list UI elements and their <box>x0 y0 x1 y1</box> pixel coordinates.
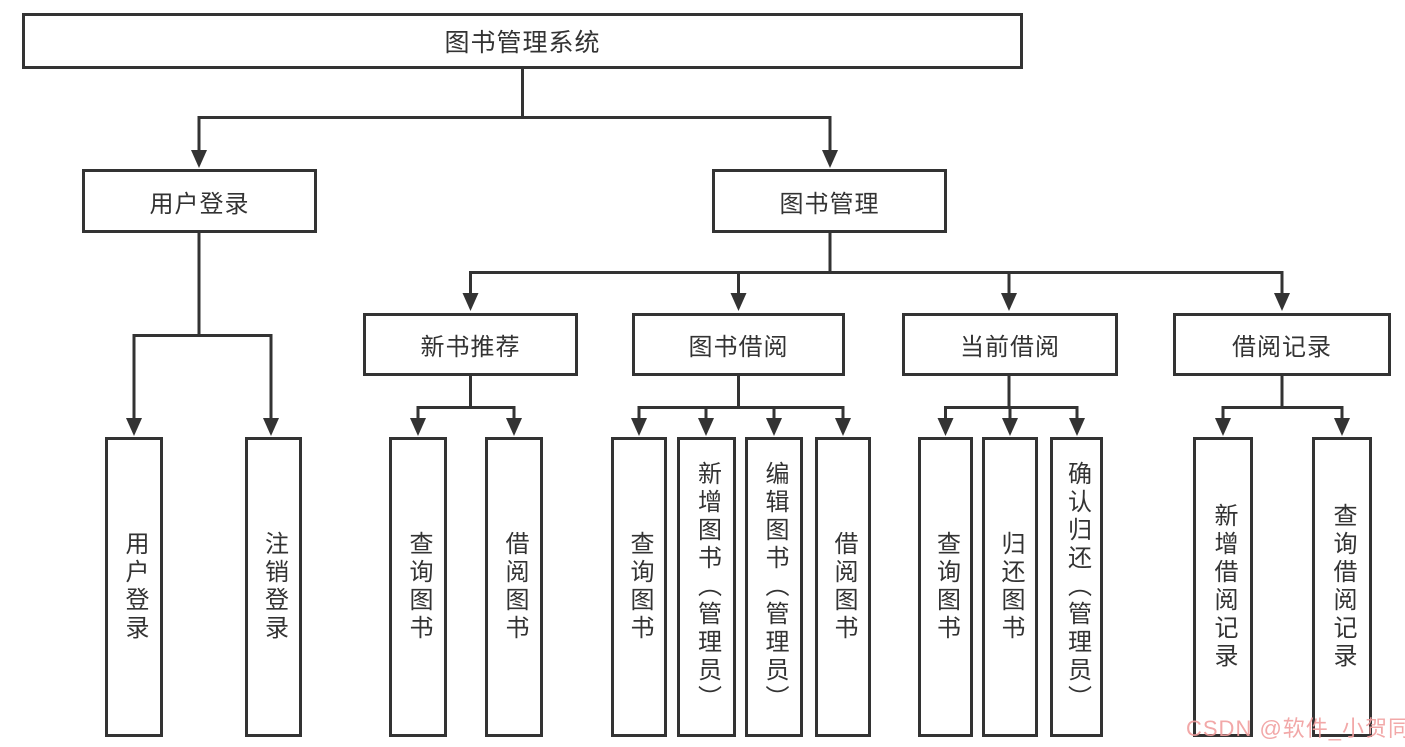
arrowhead-borrow-records <box>1274 293 1290 311</box>
arrowhead-book-borrow <box>730 293 747 311</box>
arrowhead-current-borrow <box>1001 293 1017 311</box>
root-node-label: 图书管理系统 <box>444 29 601 57</box>
connector-user-login-to-leaves <box>132 233 273 420</box>
arrowhead-leaf <box>698 418 714 436</box>
level3-node-label: 借阅记录 <box>1232 334 1332 361</box>
leaf-node-add-books-admin: 新增图书（管理员） <box>677 437 736 737</box>
csdn-watermark: CSDN @软件_小贺同学 <box>1186 716 1405 741</box>
level3-node-current-borrow: 当前借阅 <box>902 313 1118 376</box>
leaf-node-label: 新增图书（管理员） <box>693 461 721 713</box>
arrowhead-leaf <box>631 418 647 436</box>
level3-node-book-borrow: 图书借阅 <box>632 313 845 376</box>
level2-node-label: 图书管理 <box>779 190 880 218</box>
arrowhead-book-management <box>822 150 838 168</box>
arrowhead-leaf <box>1334 418 1350 436</box>
arrowhead-leaf <box>506 418 522 436</box>
arrowhead-leaf <box>1069 418 1085 436</box>
arrowhead-leaf <box>1002 418 1018 436</box>
leaf-node-label: 查询图书 <box>932 531 960 643</box>
leaf-node-edit-books-admin: 编辑图书（管理员） <box>745 437 803 737</box>
leaf-node-label: 借阅图书 <box>501 531 528 643</box>
level3-node-label: 当前借阅 <box>960 334 1060 361</box>
level3-node-borrow-records: 借阅记录 <box>1173 313 1391 376</box>
leaf-node-label: 归还图书 <box>997 531 1024 643</box>
leaf-node-query-books: 查询图书 <box>611 437 667 737</box>
leaf-node-label: 查询图书 <box>405 531 432 643</box>
arrowhead-user-login <box>191 150 207 168</box>
level2-node-user-login: 用户登录 <box>82 169 317 233</box>
leaf-node-label: 注销登录 <box>260 531 288 643</box>
leaf-node-confirm-return-admin: 确认归还（管理员） <box>1050 437 1103 737</box>
connector-borrow-records-to-leaves <box>1221 376 1344 421</box>
leaf-node-user-login: 用户登录 <box>105 437 163 737</box>
arrowhead-new-book-recommend <box>462 293 479 311</box>
level3-node-label: 图书借阅 <box>688 334 789 361</box>
arrowhead-logout-leaf <box>263 418 279 436</box>
arrowhead-leaf <box>937 418 954 436</box>
leaf-node-query-borrow-record: 查询借阅记录 <box>1312 437 1372 737</box>
connector-current-borrow-to-leaves <box>944 376 1079 421</box>
connector-root-to-level2 <box>197 68 832 152</box>
level3-node-new-book-recommend: 新书推荐 <box>363 313 578 376</box>
leaf-node-label: 查询借阅记录 <box>1329 503 1356 671</box>
level2-node-label: 用户登录 <box>149 190 250 218</box>
connector-book-borrow-to-leaves <box>637 376 845 421</box>
leaf-node-label: 编辑图书（管理员） <box>761 461 788 713</box>
leaf-node-borrow-books: 借阅图书 <box>485 437 543 737</box>
arrowhead-leaf <box>766 418 782 436</box>
leaf-node-label: 确认归还（管理员） <box>1063 461 1091 713</box>
arrowhead-leaf <box>835 418 851 436</box>
leaf-node-label: 新增借阅记录 <box>1210 503 1237 671</box>
leaf-node-borrow-books: 借阅图书 <box>815 437 871 737</box>
leaf-node-logout: 注销登录 <box>245 437 302 737</box>
arrowhead-leaf <box>1215 418 1231 436</box>
level2-node-book-management: 图书管理 <box>712 169 947 233</box>
level3-node-label: 新书推荐 <box>420 334 521 361</box>
root-node-library-system: 图书管理系统 <box>22 13 1023 69</box>
leaf-node-label: 用户登录 <box>121 531 148 643</box>
arrowhead-user-login-leaf <box>126 418 142 436</box>
connector-book-management-to-level3 <box>469 233 1284 295</box>
leaf-node-query-books: 查询图书 <box>389 437 447 737</box>
leaf-node-label: 借阅图书 <box>830 531 857 643</box>
arrowhead-leaf <box>410 418 426 436</box>
leaf-node-query-books: 查询图书 <box>918 437 973 737</box>
leaf-node-label: 查询图书 <box>626 531 653 643</box>
connector-new-book-recommend-to-leaves <box>416 376 516 421</box>
leaf-node-add-borrow-record: 新增借阅记录 <box>1193 437 1253 737</box>
leaf-node-return-books: 归还图书 <box>982 437 1038 737</box>
